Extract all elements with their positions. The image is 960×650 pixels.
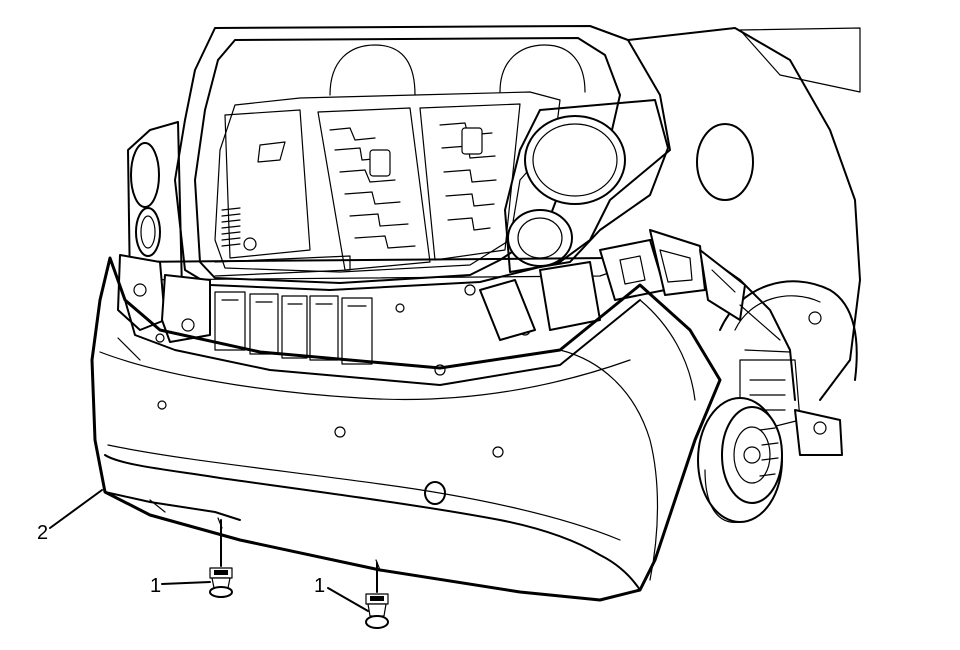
fastener-right <box>365 562 389 629</box>
callout-1-right: 1 <box>314 575 369 612</box>
callout-2: 2 <box>37 489 103 544</box>
rear-bumper-fascia <box>90 256 722 602</box>
rear-brake-drum <box>697 397 783 523</box>
fastener-left <box>209 519 233 598</box>
callout-label-2: 2 <box>37 522 48 544</box>
vehicle-body <box>117 25 861 523</box>
callout-label-1-right: 1 <box>314 575 325 597</box>
callout-label-1-left: 1 <box>150 575 161 597</box>
callout-1-left: 1 <box>150 575 211 597</box>
